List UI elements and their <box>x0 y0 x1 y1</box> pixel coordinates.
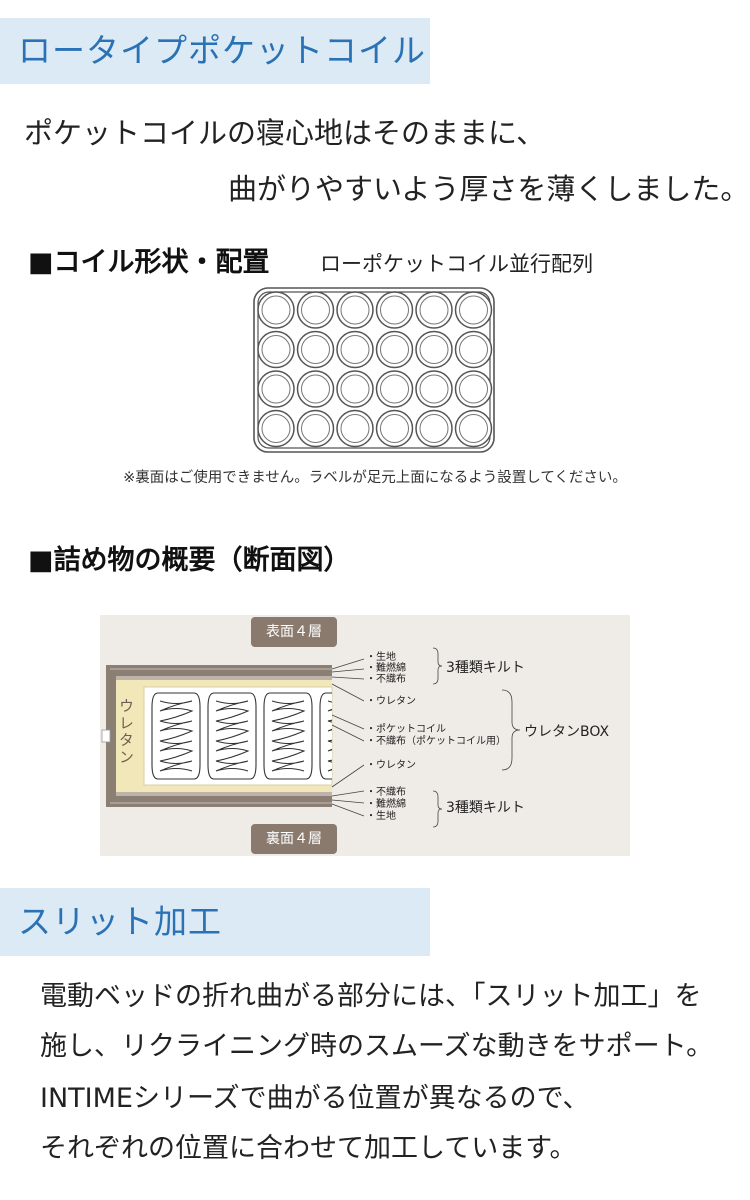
coil-cell <box>454 291 493 329</box>
coil-cell-inner <box>340 374 370 404</box>
coil-cell-inner <box>380 414 409 443</box>
layer-label: ・ウレタン <box>366 696 416 707</box>
coil-cell <box>375 409 414 448</box>
pocket-coil-spring <box>263 692 313 780</box>
coil-cell <box>296 291 335 329</box>
urethane-box-group-label: ウレタンBOX <box>524 724 610 740</box>
coil-cell-inner <box>301 414 330 443</box>
coil-cell-inner <box>459 374 488 404</box>
bottom-quilt-group-label: 3種類キルト <box>446 800 525 816</box>
layer-label: ・不織布 <box>366 674 406 685</box>
coil-cell-inner <box>340 335 370 364</box>
coil-cell <box>454 370 493 408</box>
coil-cell-inner <box>340 414 370 443</box>
coil-cell <box>375 370 414 408</box>
layer-label: ・生地 <box>366 652 396 663</box>
coil-cell <box>336 291 374 329</box>
slit-body-line-4: それぞれの位置に合わせて加工しています。 <box>40 1133 577 1164</box>
coil-cell-inner <box>301 374 330 404</box>
coil-cell-inner <box>419 335 449 364</box>
coil-cell <box>296 409 335 448</box>
coil-cell <box>296 330 335 369</box>
filling-overview-heading: ■詰め物の概要（断面図） <box>28 545 351 576</box>
coil-cell <box>257 330 295 369</box>
coil-cell <box>415 370 453 408</box>
spring-coil-line <box>215 700 250 772</box>
coil-cell <box>257 370 295 408</box>
coil-cell <box>454 409 493 448</box>
coil-cell <box>336 330 374 369</box>
lead-text-line-1: ポケットコイルの寝心地はそのままに、 <box>24 116 546 150</box>
section-header-slit-processing: スリット加工 <box>0 888 430 956</box>
coil-cell-inner <box>419 295 449 325</box>
coil-cell <box>257 291 295 329</box>
coil-shape-description: ローポケットコイル並行配列 <box>320 252 593 276</box>
spring-coil-line <box>159 700 194 772</box>
coil-cell <box>415 409 453 448</box>
layer-label: ・不織布（ポケットコイル用） <box>366 736 506 747</box>
coil-cell-inner <box>261 295 291 325</box>
spring-coil-line <box>327 700 332 772</box>
usage-note: ※裏面はご使用できません。ラベルが足元上面になるよう設置してください。 <box>123 470 627 486</box>
layer-label: ・難燃綿 <box>366 663 406 674</box>
slit-body-line-2: 施し、リクライニング時のスムーズな動きをサポート。 <box>40 1031 714 1062</box>
back-layers-badge: 裏面４層 <box>251 824 337 854</box>
coil-cell-inner <box>380 335 409 364</box>
lead-text-line-2: 曲がりやすいよう厚さを薄くしました。 <box>228 172 750 206</box>
coil-grid-diagram <box>253 287 495 453</box>
coil-cell <box>415 291 453 329</box>
top-quilt-group-label: 3種類キルト <box>446 660 525 676</box>
cross-section-diagram: 表面４層 裏面４層 ウレタン ・生地 ・難燃綿 ・不織布 3種類キルト ・ウレタ… <box>100 615 630 856</box>
coil-cell-inner <box>380 295 409 325</box>
layer-label: ・生地 <box>366 811 396 822</box>
coil-cell-inner <box>261 414 291 443</box>
coil-cell-inner <box>419 374 449 404</box>
coil-cell <box>257 409 295 448</box>
coil-cell-inner <box>459 414 488 443</box>
coil-cell-inner <box>301 335 330 364</box>
coil-cell-inner <box>459 295 488 325</box>
coil-cell-inner <box>301 295 330 325</box>
coil-cell <box>415 330 453 369</box>
coil-cell-inner <box>340 295 370 325</box>
coil-cell-inner <box>261 335 291 364</box>
coil-cell <box>454 330 493 369</box>
spring-coil-line <box>271 700 306 772</box>
coil-cell-inner <box>380 374 409 404</box>
layer-label: ・ウレタン <box>366 760 416 771</box>
coil-cell <box>336 409 374 448</box>
section-header-low-pocket-coil: ロータイプポケットコイル <box>0 18 430 84</box>
coil-cell-inner <box>459 335 488 364</box>
coil-cell-inner <box>261 374 291 404</box>
slit-body-line-3: INTIMEシリーズで曲がる位置が異なるので、 <box>40 1083 590 1114</box>
layer-label: ・難燃綿 <box>366 799 406 810</box>
slit-body-line-1: 電動ベッドの折れ曲がる部分には、「スリット加工」を <box>40 981 702 1012</box>
coil-shape-heading: ■コイル形状・配置 <box>28 247 270 278</box>
coil-cell <box>375 291 414 329</box>
pocket-coil-spring <box>151 692 201 780</box>
coil-cell <box>336 370 374 408</box>
urethane-side-label: ウレタン <box>117 698 135 766</box>
surface-layers-badge: 表面４層 <box>251 617 337 647</box>
coil-cell-inner <box>419 414 449 443</box>
layer-label: ・不織布 <box>366 787 406 798</box>
layer-label: ・ポケットコイル <box>366 724 446 735</box>
pocket-coil-spring <box>319 692 332 780</box>
coil-cell <box>296 370 335 408</box>
pocket-coil-spring <box>207 692 257 780</box>
coil-cell <box>375 330 414 369</box>
